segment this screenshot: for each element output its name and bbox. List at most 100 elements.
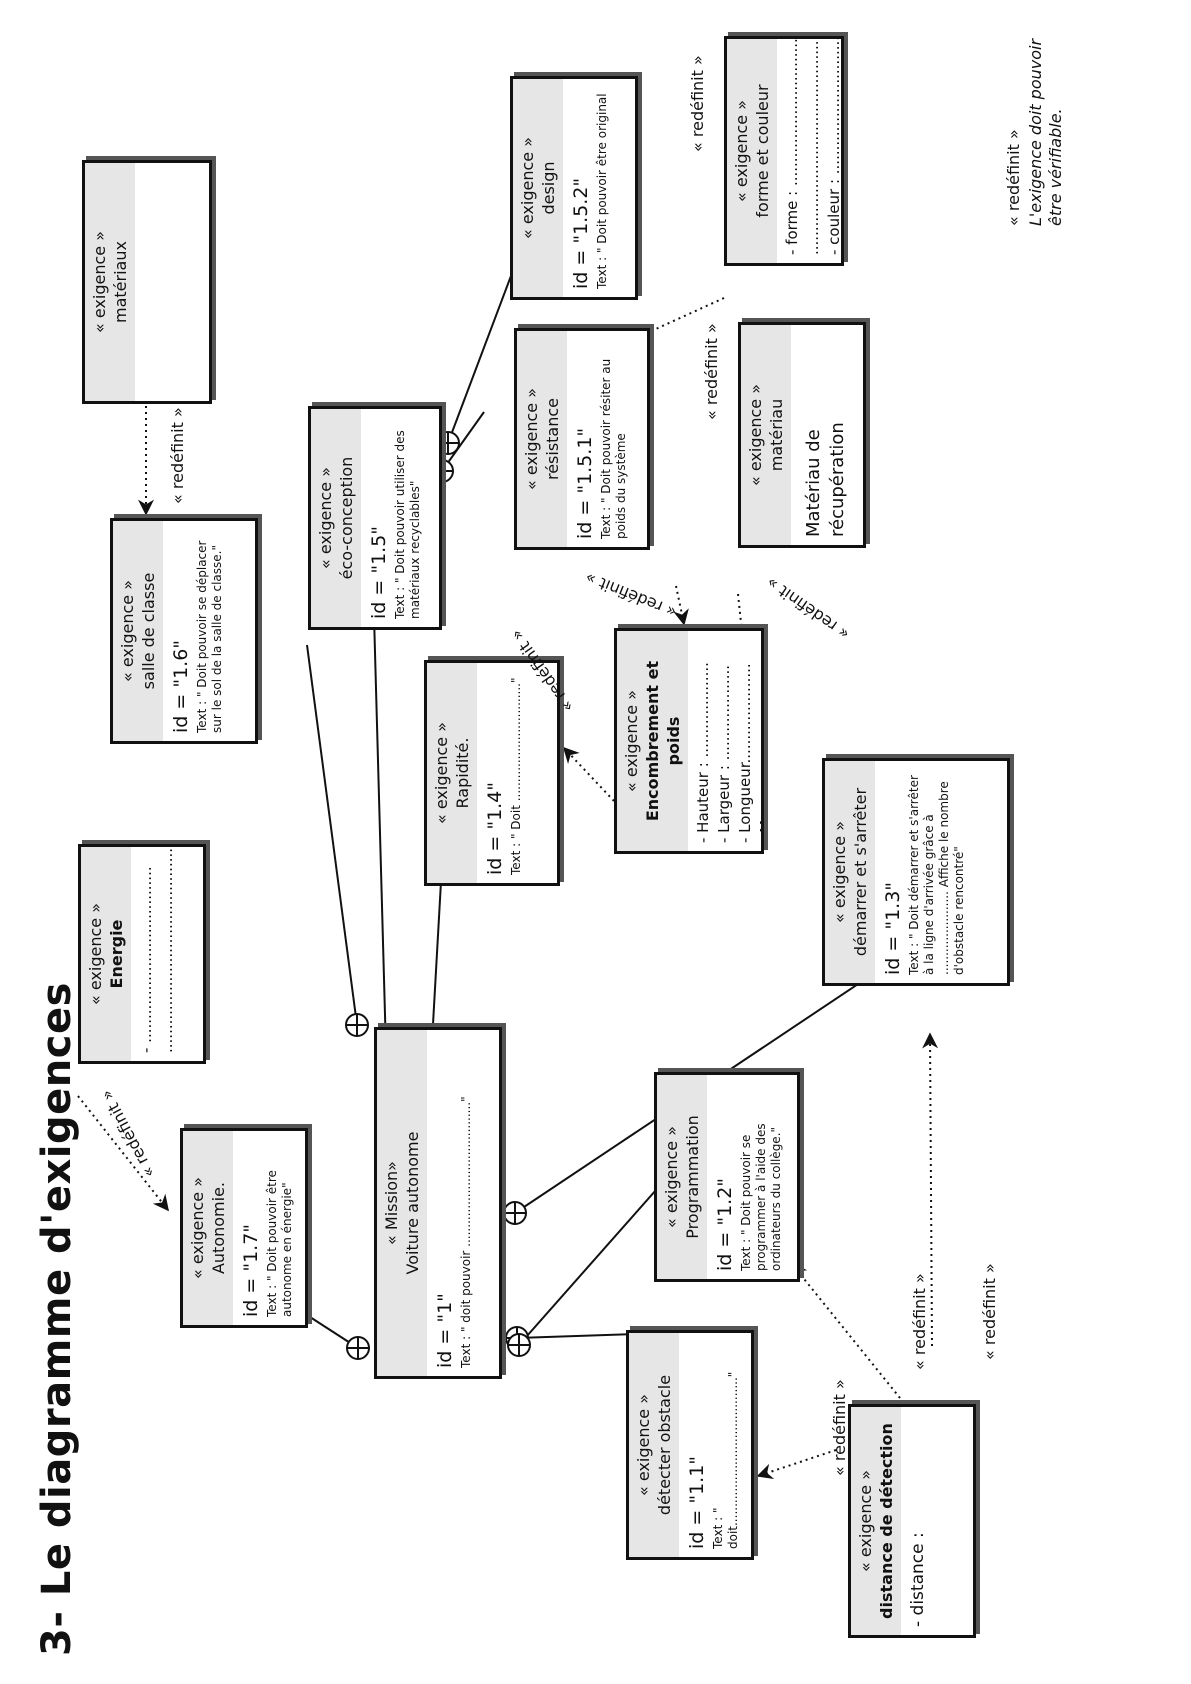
req-name: Programmation — [683, 1115, 702, 1239]
req-programmation[interactable]: « exigence » Programmation id = "1.2" Te… — [654, 1072, 800, 1282]
ref-materiau[interactable]: « exigence » matériau Matériau de récupé… — [738, 322, 866, 548]
refine-arrow — [634, 297, 725, 340]
ref-stereotype: « exigence » — [622, 690, 641, 793]
req-text: Text : " Doit démarrer et s'arrêter à la… — [907, 775, 966, 975]
req-stereotype: « exigence » — [518, 137, 537, 240]
mission-text: Text : " doit pouvoir ..................… — [459, 1096, 473, 1368]
ref-attr: - distance : — [908, 1532, 928, 1627]
req-resistance[interactable]: « exigence » résistance id = "1.5.1" Tex… — [514, 328, 650, 550]
req-name: salle de classe — [139, 572, 158, 690]
req-stereotype: « exigence » — [662, 1126, 681, 1229]
ref-attr: - Hauteur : .................... — [694, 662, 712, 843]
ref-name: distance de détection — [877, 1423, 896, 1619]
req-id: id = "1.7" — [240, 1223, 262, 1317]
ref-stereotype: « exigence » — [856, 1470, 875, 1573]
req-text: Text : " doit...........................… — [711, 1371, 740, 1549]
req-stereotype: « exigence » — [118, 580, 137, 683]
ref-header: « exigence » distance de détection — [851, 1407, 901, 1635]
req-id: id = "1.5.2" — [570, 177, 592, 289]
ref-attr: - forme : ..............................… — [783, 36, 801, 255]
note-text: L'exigence doit pouvoir être vérifiable. — [1026, 38, 1065, 226]
note: « redéfinit » L'exigence doit pouvoir êt… — [1004, 26, 1066, 226]
req-name: design — [539, 161, 558, 215]
req-body: id = "1.5.1" Text : " Doit pouvoir résit… — [567, 331, 634, 547]
req-header: « exigence » design — [513, 79, 563, 297]
redefinit-label: « redéfinit » — [702, 323, 721, 420]
req-body: id = "1.1" Text : " doit................… — [679, 1333, 746, 1557]
redefinit-label: « redéfinit » — [830, 1379, 849, 1476]
req-header: « exigence » détecter obstacle — [629, 1333, 679, 1557]
containment-line — [306, 644, 358, 1026]
mission-id: id = "1" — [434, 1293, 456, 1368]
redefinit-label: « redéfinit » — [168, 407, 187, 504]
req-text: Text : " Doit pouvoir être original — [595, 93, 609, 289]
req-detecter-obstacle[interactable]: « exigence » détecter obstacle id = "1.1… — [626, 1330, 754, 1560]
req-id: id = "1.2" — [714, 1177, 736, 1271]
req-body: id = "1.7" Text : " Doit pouvoir être au… — [233, 1131, 300, 1325]
req-name: éco-conception — [337, 456, 356, 580]
mission-voiture-autonome[interactable]: « Mission» Voiture autonome id = "1" Tex… — [374, 1027, 502, 1379]
mission-header: « Mission» Voiture autonome — [377, 1030, 427, 1376]
refine-arrow — [562, 746, 615, 802]
containment-line — [441, 411, 485, 472]
req-stereotype: « exigence » — [316, 467, 335, 570]
req-id: id = "1.5" — [368, 525, 390, 619]
req-header: « exigence » éco-conception — [311, 409, 361, 627]
ref-attr: ........................................… — [804, 36, 822, 255]
ref-header: « exigence » matériau — [741, 325, 791, 545]
req-stereotype: « exigence » — [432, 722, 451, 825]
req-eco-conception[interactable]: « exigence » éco-conception id = "1.5" T… — [308, 406, 442, 630]
ref-energie[interactable]: « exigence » Energie - .................… — [78, 844, 206, 1064]
req-stereotype: « exigence » — [188, 1177, 207, 1280]
ref-stereotype: « exigence » — [732, 100, 751, 203]
containment-line — [447, 251, 521, 444]
req-rapidite[interactable]: « exigence » Rapidité. id = "1.4" Text :… — [424, 660, 560, 886]
req-name: Autonomie. — [209, 1181, 228, 1275]
req-design[interactable]: « exigence » design id = "1.5.2" Text : … — [510, 76, 638, 300]
ref-forme-couleur[interactable]: « exigence » forme et couleur - forme : … — [724, 36, 844, 266]
mission-stereotype: « Mission» — [382, 1161, 401, 1245]
req-id: id = "1.4" — [484, 781, 506, 875]
req-text: Text : " Doit pouvoir se programmer à l'… — [739, 1123, 783, 1271]
ref-encombrement-poids[interactable]: « exigence » Encombrement et poids - Hau… — [614, 628, 764, 854]
req-demarrer-arreter[interactable]: « exigence » démarrer et s'arrêter id = … — [822, 758, 1010, 986]
req-id: id = "1.5.1" — [574, 427, 596, 539]
req-header: « exigence » Autonomie. — [183, 1131, 233, 1325]
ref-attr: - ..................................... — [137, 866, 155, 1053]
req-salle-de-classe[interactable]: « exigence » salle de classe id = "1.6" … — [110, 518, 258, 744]
refine-arrow — [922, 1032, 939, 1347]
ref-name: Energie — [107, 919, 126, 989]
req-id: id = "1.6" — [170, 639, 192, 733]
redefinit-label: « redéfinit » — [688, 55, 707, 152]
mission-body: id = "1" Text : " doit pouvoir .........… — [427, 1030, 479, 1376]
ref-distance-detection[interactable]: « exigence » distance de détection - dis… — [848, 1404, 976, 1638]
ref-materiaux[interactable]: « exigence » matériaux — [82, 160, 212, 404]
req-text: Text : " Doit pouvoir utiliser des matér… — [393, 430, 422, 619]
diagram-title: 3- Le diagramme d'exigences — [34, 982, 80, 1656]
req-body: id = "1.3" Text : " Doit démarrer et s'a… — [875, 761, 972, 983]
req-id: id = "1.3" — [882, 881, 904, 975]
refine-arrow — [790, 1262, 901, 1399]
redefinit-label: « redéfinit » — [980, 1263, 999, 1360]
ref-header: « exigence » matériaux — [85, 163, 135, 401]
ref-name: matériaux — [111, 241, 130, 323]
ref-header: « exigence » Energie — [81, 847, 131, 1061]
req-name: Rapidité. — [453, 737, 472, 809]
redefinit-label: « redéfinit » — [910, 1273, 929, 1370]
req-text: Text : " Doit ..........................… — [509, 677, 523, 875]
req-name: détecter obstacle — [655, 1374, 674, 1516]
req-name: démarrer et s'arrêter — [851, 787, 870, 957]
req-text: Text : " Doit pouvoir se déplacer sur le… — [195, 540, 224, 733]
ref-body: - forme : ..............................… — [777, 36, 844, 263]
req-header: « exigence » Programmation — [657, 1075, 707, 1279]
req-header: « exigence » démarrer et s'arrêter — [825, 761, 875, 983]
ref-body-text: Matériau de récupération — [803, 422, 848, 537]
ref-attr: - Longueur..................... — [736, 663, 754, 843]
req-autonomie[interactable]: « exigence » Autonomie. id = "1.7" Text … — [180, 1128, 308, 1328]
req-stereotype: « exigence » — [634, 1394, 653, 1497]
req-id: id = "1.1" — [686, 1455, 708, 1549]
ref-stereotype: « exigence » — [90, 231, 109, 334]
